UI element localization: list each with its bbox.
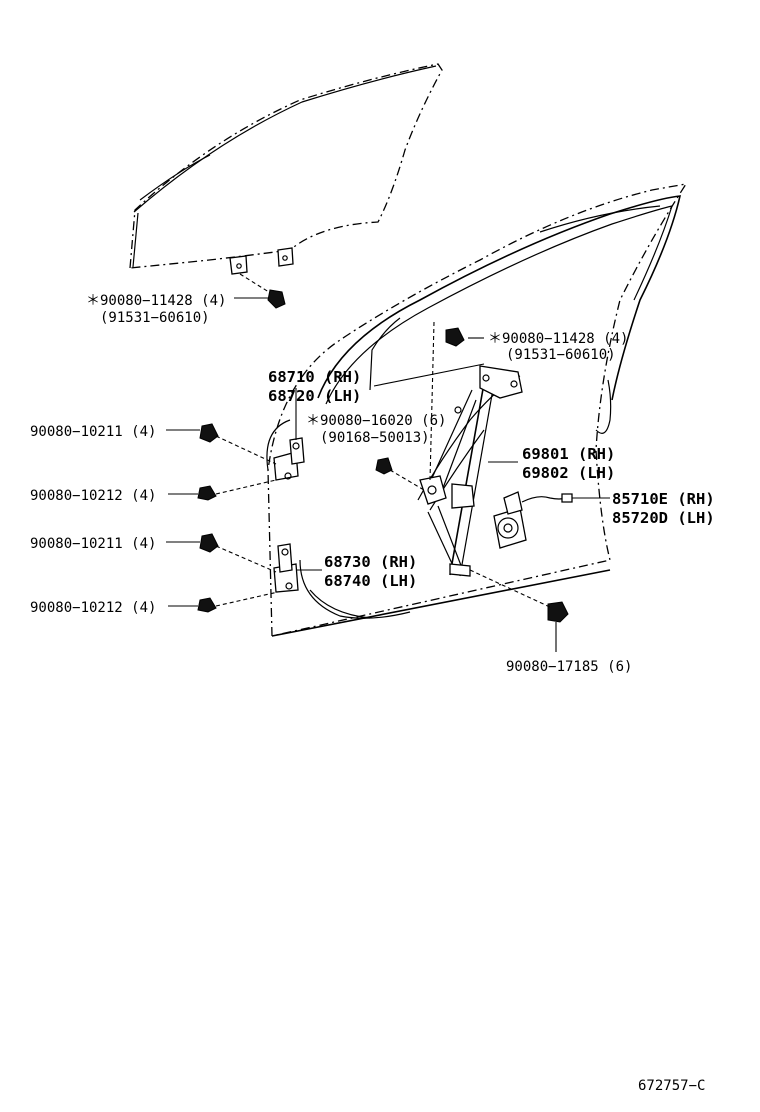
label-lh: 68740 (LH) [324,572,417,590]
label-lh: 68720 (LH) [268,387,361,405]
label-alt: (91531−60610) [100,310,210,326]
leader-lines [166,297,610,652]
label-part: ＊90080−16020 (6) [306,413,446,429]
label-rh: 85710E (RH) [612,490,715,508]
bolt-icon [199,423,277,465]
bolt-icon [197,479,277,501]
label-rh: 68710 (RH) [268,368,361,386]
label-bolt-lower-2: 90080−10212 (4) [30,600,156,616]
figure-number: 672757−C [638,1078,705,1094]
label-part: ＊90080−11428 (4) [86,293,226,309]
upper-hinge [273,437,305,481]
glass-bolt-icon [239,273,286,309]
nut-icon [469,569,569,623]
label-alt: (90168−50013) [320,430,430,446]
label-lh: 69802 (LH) [522,464,615,482]
door-frame [266,183,688,637]
bolt-icon [197,591,279,613]
window-regulator [417,365,523,577]
bolt-icon [375,457,425,491]
label-motor: 85710E (RH) 85720D (LH) [612,490,715,527]
label-glass-bolt: ＊90080−11428 (4) (91531−60610) [86,293,226,326]
label-lh: 85720D (LH) [612,509,715,527]
label-regulator-bolt-mid: ＊90080−16020 (6) (90168−50013) [306,413,446,446]
bolt-icon [429,321,465,481]
label-rh: 68730 (RH) [324,553,417,571]
label-bolt-upper-2: 90080−10212 (4) [30,488,156,504]
label-nut-bottom: 90080−17185 (6) [506,659,632,675]
label-alt: (91531−60610) [506,347,616,363]
bolt-icon [199,533,277,573]
label-regulator: 69801 (RH) 69802 (LH) [522,445,615,482]
label-regulator-bolt-top: ＊90080−11428 (4) (91531−60610) [488,331,628,363]
label-part: ＊90080−11428 (4) [488,331,628,347]
label-lower-hinge: 68730 (RH) 68740 (LH) [324,553,417,590]
label-upper-hinge: 68710 (RH) 68720 (LH) [268,368,361,405]
label-rh: 69801 (RH) [522,445,615,463]
label-bolt-upper-1: 90080−10211 (4) [30,424,156,440]
lower-hinge [273,543,299,593]
label-bolt-lower-1: 90080−10211 (4) [30,536,156,552]
window-motor [493,491,573,549]
door-glass [129,63,443,275]
